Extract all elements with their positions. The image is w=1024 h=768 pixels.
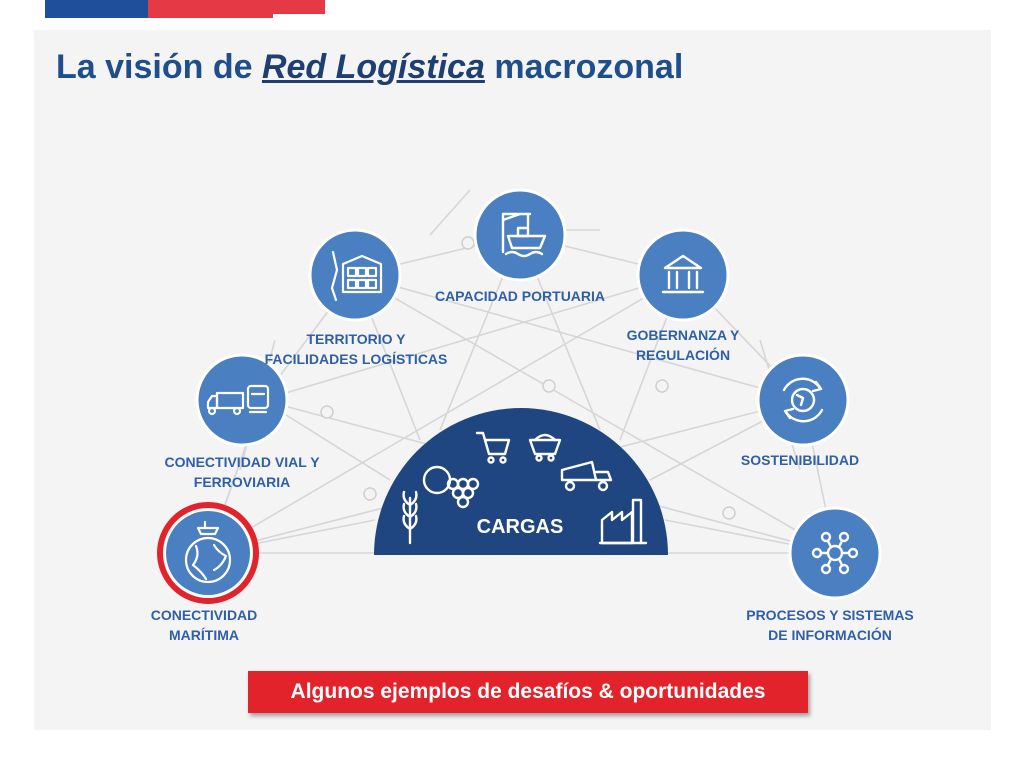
challenges-opportunities-button[interactable]: Algunos ejemplos de desafíos & oportunid…: [248, 671, 808, 713]
header-accent-blue: [45, 0, 148, 18]
truck-train-icon: [206, 384, 270, 416]
cargas-label: CARGAS: [477, 516, 564, 538]
header-accent-red: [148, 0, 273, 18]
junction-dot: [722, 506, 736, 520]
cargas-icons: [402, 431, 648, 545]
map-warehouse-icon: [330, 250, 383, 302]
mining-cart-icon: [528, 433, 562, 462]
node-sostenibilidad: [756, 353, 850, 447]
junction-dot: [542, 379, 556, 393]
node-gobernanza: [636, 228, 730, 322]
globe-ship-icon: [184, 520, 232, 584]
network-hub-icon: [811, 531, 859, 575]
wheat-icon: [402, 490, 418, 545]
node-capacidad-portuaria: [473, 188, 567, 282]
recycle-globe-icon: [782, 377, 824, 423]
junction-dot: [320, 405, 334, 419]
junction-dot: [461, 236, 475, 250]
junction-dot: [363, 487, 377, 501]
label-capacidad-portuaria: CAPACIDAD PORTUARIA: [434, 288, 606, 304]
factory-icon: [598, 498, 648, 545]
title-suffix: macrozonal: [494, 48, 684, 86]
junction-dot: [655, 379, 669, 393]
node-territorio: [308, 228, 402, 322]
title-emphasis: Red Logística: [261, 48, 485, 86]
cargas-semicircle: [374, 408, 668, 555]
label-sostenibilidad: SOSTENIBILIDAD: [740, 452, 860, 468]
institution-icon: [661, 254, 705, 294]
fruit-grapes-icon: [422, 465, 480, 509]
node-procesos: [788, 506, 882, 600]
title-prefix: La visión de: [56, 48, 253, 86]
node-conectividad-maritima: [157, 502, 259, 604]
network-nodes: [320, 236, 736, 520]
shopping-cart-icon: [475, 431, 511, 464]
header-accent-red-small: [273, 0, 325, 14]
page-title: La visión de Red Logística macrozonal: [56, 48, 683, 87]
crane-ship-icon: [501, 212, 547, 258]
node-conectividad-vial: [195, 353, 289, 447]
dump-truck-icon: [560, 460, 613, 492]
